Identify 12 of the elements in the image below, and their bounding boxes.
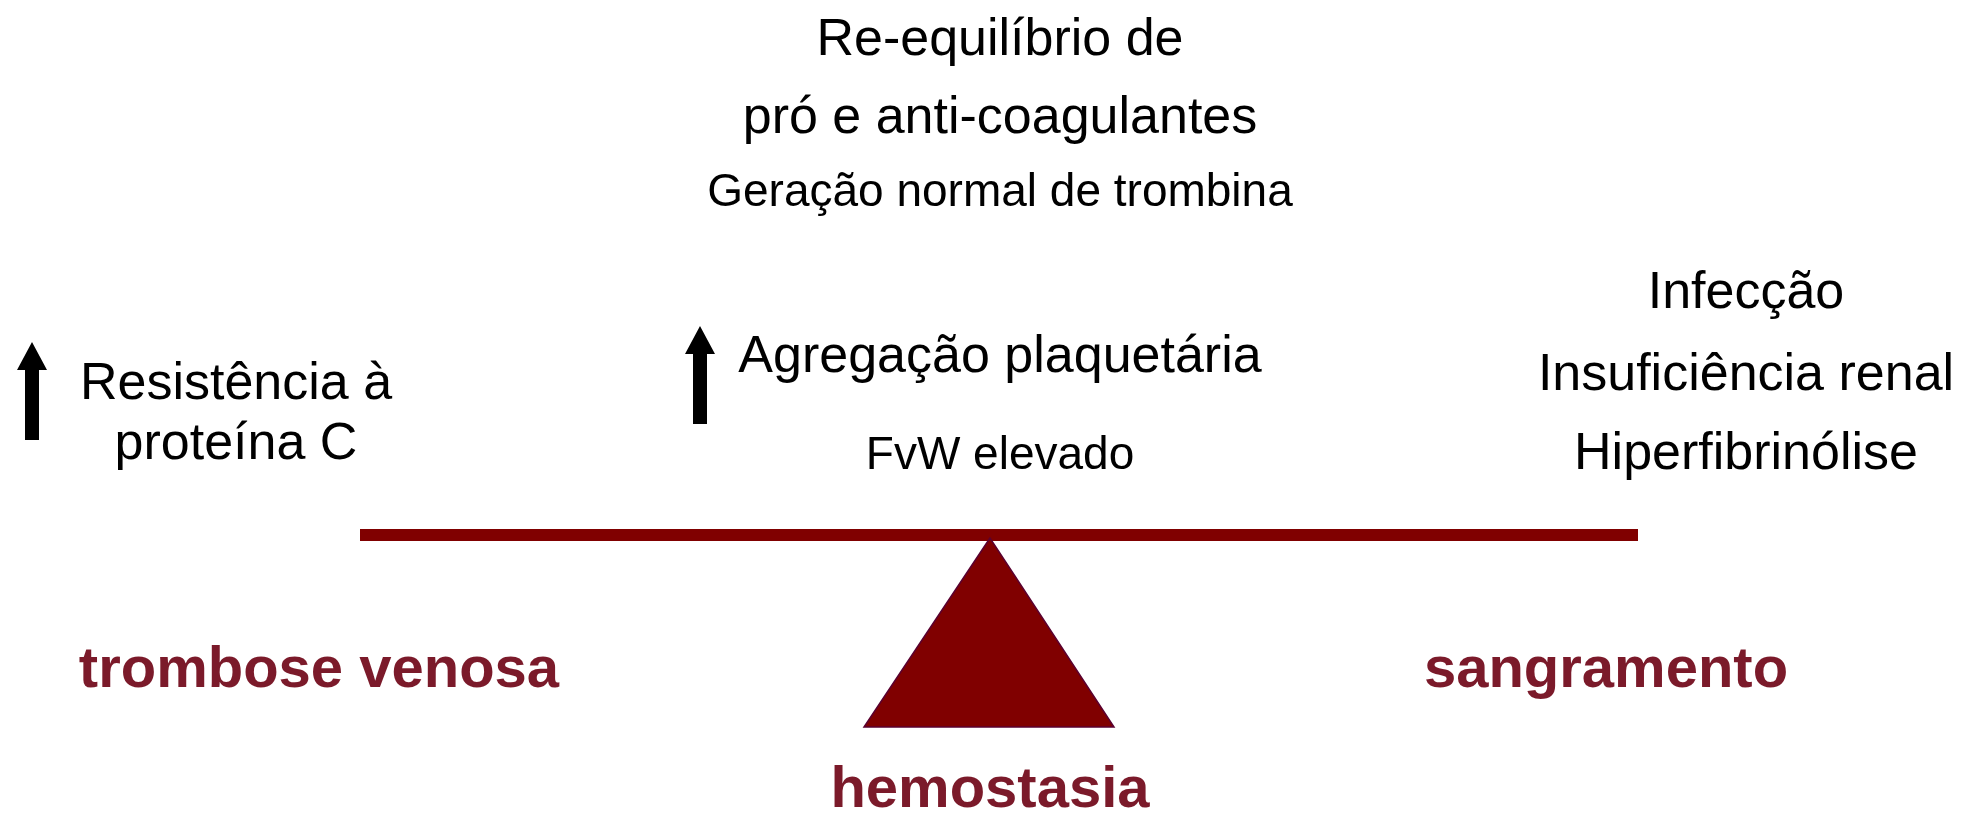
- factor-label: Agregação plaquetária: [738, 325, 1262, 385]
- factor-label: FvW elevado: [865, 426, 1135, 480]
- outcome-label: hemostasia: [830, 753, 1150, 821]
- outcome-label: trombose venosa: [78, 633, 560, 701]
- subheading-text: Geração normal de trombina: [707, 163, 1293, 217]
- factor-label: Insuficiência renal: [1537, 343, 1955, 403]
- factor-label: Resistência à proteína C: [78, 352, 394, 472]
- heading-text: Re-equilíbrio de: [816, 8, 1184, 68]
- heading-text: pró e anti-coagulantes: [742, 86, 1258, 146]
- factor-label: Hiperfibrinólise: [1574, 422, 1918, 482]
- factor-label: Infecção: [1647, 261, 1845, 321]
- outcome-label: sangramento: [1423, 633, 1789, 701]
